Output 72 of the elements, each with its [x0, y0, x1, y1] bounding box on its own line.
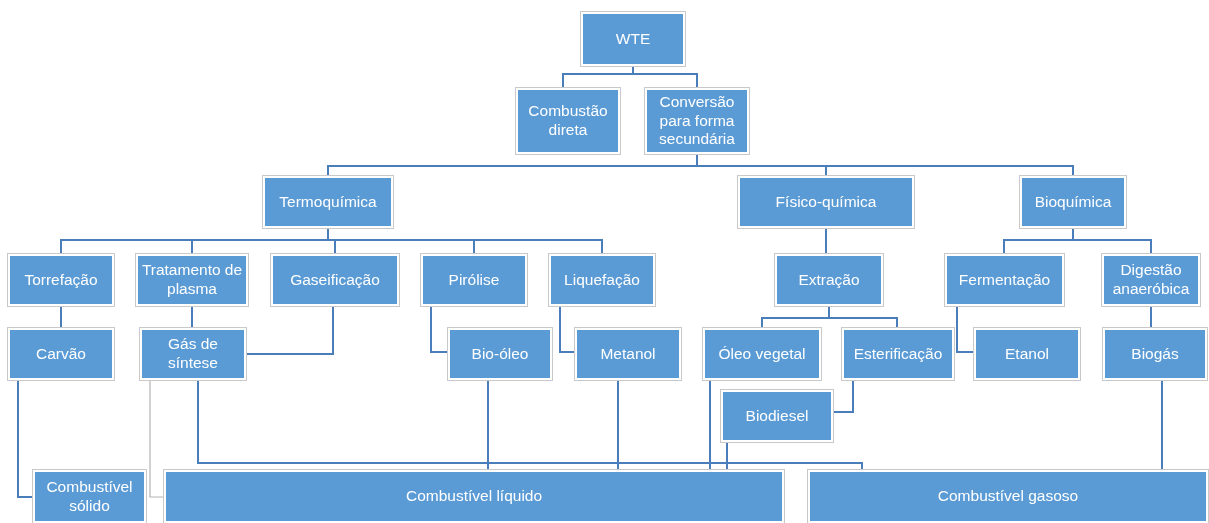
process-box	[842, 328, 954, 380]
connector-line	[487, 379, 489, 471]
box-label: Liquefação	[564, 270, 640, 290]
process-box	[516, 88, 620, 154]
process-box	[8, 254, 114, 306]
process-box	[575, 328, 681, 380]
process-box	[974, 328, 1080, 380]
process-box	[721, 390, 833, 442]
box-label: Tratamento de plasma	[140, 261, 244, 299]
process-box	[549, 254, 655, 306]
process-box	[703, 328, 821, 380]
process-box	[164, 470, 784, 523]
box-label: Digestão anaeróbica	[1111, 261, 1191, 299]
box-label: Conversão para forma secundária	[658, 93, 736, 149]
connector-line	[149, 379, 165, 498]
process-box	[421, 254, 527, 306]
connector-line	[709, 379, 711, 471]
process-box	[1020, 176, 1126, 228]
box-label: Físico-química	[775, 192, 877, 212]
box-label: Combustível líquido	[405, 487, 543, 506]
process-box	[263, 176, 393, 228]
connector-line	[832, 379, 854, 413]
process-box	[738, 176, 914, 228]
box-label: Pirólise	[448, 270, 500, 290]
box-label: Torrefação	[24, 270, 98, 290]
connector-line	[828, 305, 898, 329]
box-label: Bioquímica	[1034, 192, 1112, 212]
connector-line	[197, 379, 863, 471]
box-label: Bio-óleo	[471, 344, 529, 364]
connector-line	[1161, 379, 1163, 471]
connector-line	[245, 305, 334, 355]
box-label: Óleo vegetal	[718, 344, 806, 364]
process-box	[945, 254, 1064, 306]
box-label: Extração	[798, 270, 860, 290]
box-label: Metanol	[600, 344, 656, 364]
process-box	[645, 88, 749, 154]
process-box	[8, 328, 114, 380]
connector-line	[559, 305, 576, 353]
connector-line	[726, 441, 728, 471]
connector-line	[60, 305, 62, 329]
box-label: Esterificação	[853, 344, 943, 364]
connector-line	[617, 379, 619, 471]
box-label: Fermentação	[958, 270, 1051, 290]
connector-line	[1150, 305, 1152, 329]
connector-line	[17, 379, 34, 498]
process-box	[33, 470, 146, 523]
process-box	[581, 12, 685, 66]
process-box	[448, 328, 552, 380]
box-label: WTE	[615, 29, 651, 49]
box-label: Combustão direta	[527, 102, 609, 140]
connector-line	[430, 305, 449, 353]
box-label: Termoquímica	[279, 192, 377, 212]
box-label: Biogás	[1131, 344, 1179, 364]
box-label: Combustível gasoso	[937, 487, 1079, 506]
process-box	[271, 254, 399, 306]
process-box	[775, 254, 883, 306]
process-box	[808, 470, 1208, 523]
process-box	[1103, 328, 1207, 380]
box-label: Gaseificação	[290, 270, 380, 290]
box-label: Etanol	[1005, 344, 1049, 364]
process-box	[1102, 254, 1200, 306]
box-label: Carvão	[36, 344, 86, 364]
box-label: Gás de síntese	[167, 335, 219, 373]
connector-line	[191, 305, 193, 329]
connector-line	[956, 305, 975, 353]
box-label: Biodiesel	[745, 406, 809, 426]
connector-line	[1072, 227, 1152, 255]
process-box	[136, 254, 248, 306]
connector-line	[825, 227, 827, 255]
connector-line	[327, 227, 603, 255]
process-box	[140, 328, 246, 380]
box-label: Combustível sólido	[45, 477, 134, 516]
